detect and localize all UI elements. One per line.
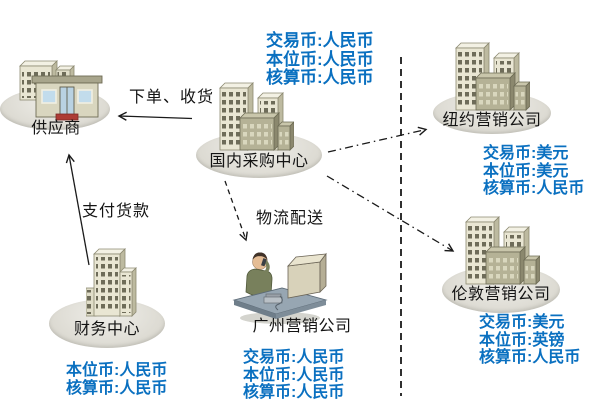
- note-line: 核算币:人民币: [266, 68, 374, 87]
- logistics-arrow-label: 物流配送: [256, 210, 325, 227]
- note-line: 核算币:人民币: [66, 379, 168, 397]
- note-line: 本位币:人民币: [266, 49, 374, 69]
- note-line: 交易币:美元: [483, 145, 569, 162]
- clerk-at-desk-icon: [232, 252, 328, 324]
- guangzhou-currency-note: 交易币:人民币 本位币:人民币 核算币:人民币: [243, 349, 344, 402]
- note-line: 核算币:人民币: [483, 180, 585, 197]
- purchase-center-label: 国内采购中心: [209, 153, 309, 170]
- supplier-label: 供应商: [31, 120, 81, 137]
- guangzhou-label: 广州营销公司: [252, 318, 352, 335]
- note-line: 交易币:人民币: [243, 349, 345, 366]
- order-arrow: [117, 111, 193, 121]
- new-york-dashdot-arrow: [327, 126, 428, 153]
- note-line: 本位币:人民币: [66, 362, 168, 379]
- purchase-center-currency-note: 交易币:人民币 本位币:人民币 核算币:人民币: [266, 31, 374, 88]
- london-building-icon: [465, 216, 540, 285]
- finance-building-icon: [86, 248, 137, 318]
- store-icon: [19, 60, 103, 121]
- new-york-currency-note: 交易币:美元 本位币:美元 核算币:人民币: [483, 145, 584, 198]
- note-line: 核算币:人民币: [243, 384, 345, 401]
- note-line: 本位币:美元: [483, 162, 569, 180]
- london-currency-note: 交易币:美元 本位币:英镑 核算币:人民币: [479, 314, 580, 367]
- note-line: 本位币:人民币: [243, 366, 345, 384]
- logistics-dashed-arrow: [224, 180, 248, 242]
- finance-currency-note: 本位币:人民币 核算币:人民币: [66, 362, 167, 397]
- new-york-label: 纽约营销公司: [442, 112, 542, 129]
- note-line: 本位币:英镑: [479, 331, 565, 349]
- note-line: 核算币:人民币: [479, 349, 581, 366]
- note-line: 交易币:美元: [479, 314, 565, 331]
- london-label: 伦敦营销公司: [451, 286, 551, 303]
- new-york-building-icon: [455, 42, 530, 111]
- note-line: 交易币:人民币: [266, 31, 374, 50]
- order-arrow-label: 下单、收货: [129, 89, 215, 106]
- payment-arrow-label: 支付货款: [82, 203, 151, 220]
- london-dashdot-arrow: [326, 175, 455, 252]
- finance-label: 财务中心: [73, 321, 140, 338]
